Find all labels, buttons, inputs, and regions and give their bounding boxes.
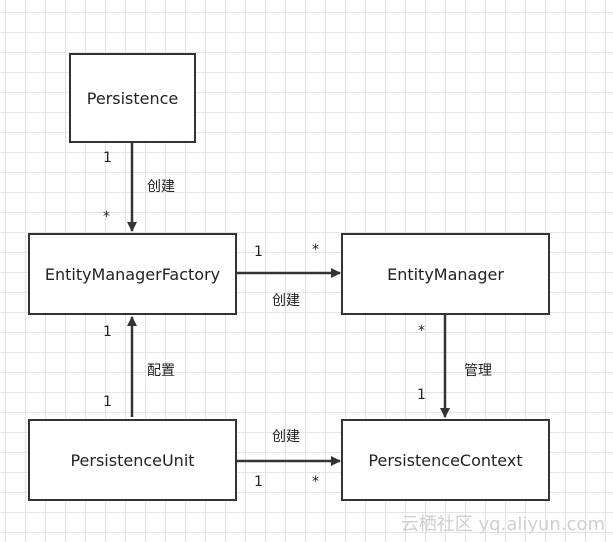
watermark: 云栖社区 yq.aliyun.com [400, 514, 605, 535]
edge-label-pu-pc: 创建 [272, 429, 300, 445]
multiplicity-pu-emf-source: 1 [103, 394, 112, 410]
edge-label-pu-emf: 配置 [147, 363, 175, 379]
multiplicity-persistence-source: 1 [103, 150, 112, 166]
multiplicity-emf-target: * [312, 242, 319, 258]
node-persistence[interactable]: Persistence [69, 53, 196, 143]
node-persistence-context[interactable]: PersistenceContext [341, 419, 550, 501]
edge-label-emf-em: 创建 [272, 293, 300, 309]
node-persistence-unit-label: PersistenceUnit [70, 450, 195, 470]
edge-label-persistence-emf: 创建 [147, 179, 175, 195]
multiplicity-pu-pc-source: 1 [254, 474, 263, 490]
node-entity-manager-label: EntityManager [387, 264, 504, 284]
multiplicity-pu-pc-target: * [312, 474, 319, 490]
node-entity-manager-factory-label: EntityManagerFactory [44, 264, 221, 284]
multiplicity-em-pc-source: * [418, 323, 425, 339]
node-persistence-unit[interactable]: PersistenceUnit [28, 419, 237, 501]
edge-label-em-pc: 管理 [464, 363, 492, 379]
node-entity-manager-factory[interactable]: EntityManagerFactory [28, 233, 237, 315]
multiplicity-persistence-target: * [103, 209, 110, 225]
multiplicity-pu-emf-target: 1 [103, 324, 112, 340]
node-entity-manager[interactable]: EntityManager [341, 233, 550, 315]
multiplicity-em-pc-target: 1 [417, 387, 426, 403]
node-persistence-label: Persistence [86, 88, 179, 108]
multiplicity-emf-source: 1 [254, 244, 263, 260]
node-persistence-context-label: PersistenceContext [368, 450, 523, 470]
